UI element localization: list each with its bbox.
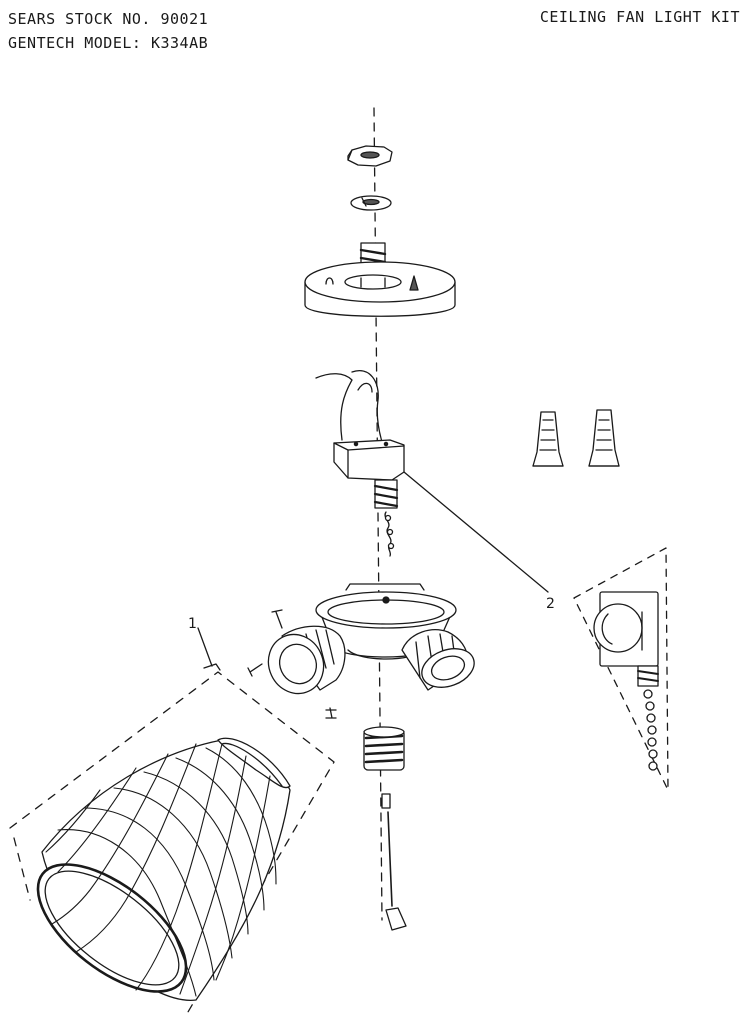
mounting-plate <box>304 242 456 317</box>
gentech-model-number: GENTECH MODEL: K334AB <box>8 34 209 52</box>
callout-2-label: 2 <box>546 596 555 612</box>
lock-washer <box>350 195 392 211</box>
right-socket-cup <box>401 629 475 691</box>
switch-detail-group <box>573 547 669 791</box>
callout-1-label: 1 <box>188 616 197 632</box>
glass-shade <box>36 737 291 1001</box>
hex-nut <box>347 145 393 167</box>
diagram-title: CEILING FAN LIGHT KIT <box>539 8 740 26</box>
pull-chain <box>381 793 407 931</box>
assembly-center-line <box>373 107 383 921</box>
switch-housing <box>333 439 405 557</box>
wire-connector-left <box>532 411 564 467</box>
wire-connector-right <box>588 409 620 467</box>
leader-line-1 <box>197 627 221 671</box>
sears-stock-number: SEARS STOCK NO. 90021 <box>8 10 209 28</box>
leader-line-2 <box>403 471 549 593</box>
lead-wires <box>315 370 383 443</box>
glass-shade-group <box>9 671 335 1013</box>
lamp-socket <box>363 726 405 771</box>
left-socket-cup <box>247 609 346 719</box>
